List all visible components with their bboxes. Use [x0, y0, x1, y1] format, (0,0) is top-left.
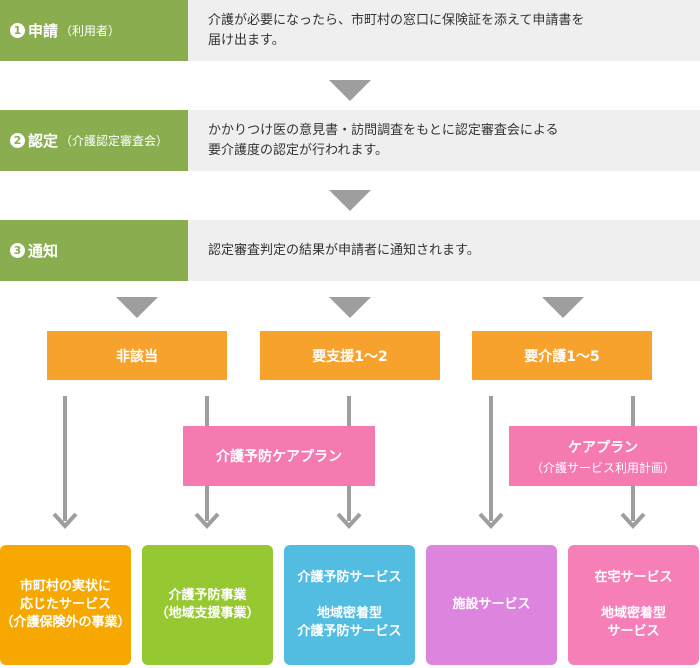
step-label: 1 申請 （利用者） [0, 0, 188, 61]
plan-prevention-care: 介護予防ケアプラン [183, 426, 375, 486]
step-description: かかりつけ医の意見書・訪問調査をもとに認定審査会による 要介護度の認定が行われま… [208, 122, 559, 158]
step-notification: 3 通知 認定審査判定の結果が申請者に通知されます。 [0, 220, 700, 281]
step-description-box: 介護が必要になったら、市町村の窓口に保険証を添えて申請書を 届け出ます。 [188, 0, 700, 61]
step-number: 1 [10, 23, 25, 38]
step-description: 認定審査判定の結果が申請者に通知されます。 [208, 242, 480, 258]
plan-title: 介護予防ケアプラン [216, 449, 342, 465]
result-support-needed: 要支援1～2 [260, 331, 440, 380]
down-arrow-icon [329, 80, 371, 101]
down-arrow-icon [542, 297, 584, 318]
step-title: 申請 [28, 22, 59, 40]
down-arrow-icon [116, 297, 158, 318]
plan-title: ケアプラン [568, 439, 638, 456]
plan-subtitle: （介護サービス利用計画） [530, 460, 675, 475]
service-prevention-project: 介護予防事業 （地域支援事業） [142, 545, 273, 665]
step-label: 2 認定 （介護認定審査会） [0, 110, 188, 171]
step-subtitle: （介護認定審査会） [60, 134, 169, 148]
step-number: 3 [10, 243, 25, 258]
plan-care: ケアプラン （介護サービス利用計画） [509, 426, 697, 486]
service-home: 在宅サービス 地域密着型 サービス [568, 545, 699, 665]
step-description: 介護が必要になったら、市町村の窓口に保険証を添えて申請書を 届け出ます。 [208, 12, 585, 48]
service-municipal: 市町村の実状に 応じたサービス （介護保険外の事業） [0, 545, 131, 665]
down-arrow-icon [329, 297, 371, 318]
step-title: 認定 [28, 132, 59, 150]
step-description-box: かかりつけ医の意見書・訪問調査をもとに認定審査会による 要介護度の認定が行われま… [188, 110, 700, 171]
step-apply: 1 申請 （利用者） 介護が必要になったら、市町村の窓口に保険証を添えて申請書を… [0, 0, 700, 61]
result-not-applicable: 非該当 [47, 331, 227, 380]
down-arrow-icon [329, 190, 371, 211]
service-facility: 施設サービス [426, 545, 557, 665]
result-care-needed: 要介護1～5 [472, 331, 652, 380]
step-number: 2 [10, 133, 25, 148]
step-description-box: 認定審査判定の結果が申請者に通知されます。 [188, 220, 700, 281]
service-prevention: 介護予防サービス 地域密着型 介護予防サービス [284, 545, 415, 665]
step-subtitle: （利用者） [60, 24, 121, 38]
step-title: 通知 [28, 242, 59, 260]
step-label: 3 通知 [0, 220, 188, 281]
step-certification: 2 認定 （介護認定審査会） かかりつけ医の意見書・訪問調査をもとに認定審査会に… [0, 110, 700, 171]
